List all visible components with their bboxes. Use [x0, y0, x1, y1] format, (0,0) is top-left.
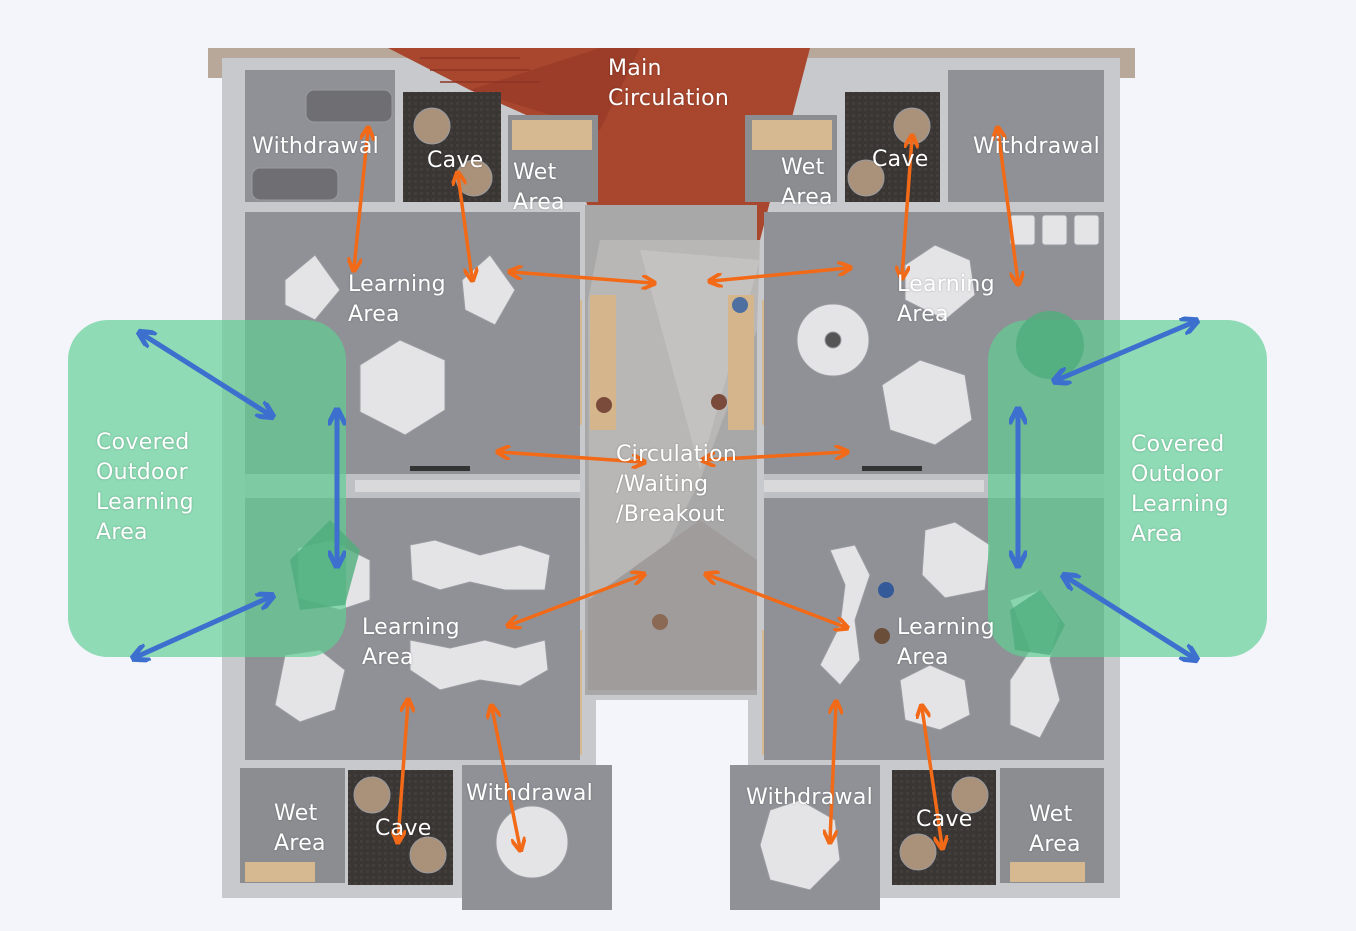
label-line: Wet	[513, 160, 557, 185]
furniture	[251, 89, 1100, 891]
label-line: Area	[897, 302, 949, 327]
learning-area-tr-label: Learning Area	[897, 270, 995, 330]
covered-outdoor-right-label: Covered Outdoor Learning Area	[1131, 430, 1229, 550]
people	[596, 297, 894, 644]
learning-area-br-label: Learning Area	[897, 613, 995, 673]
label-line: Wet	[781, 155, 825, 180]
label-line: /Breakout	[616, 502, 725, 527]
label-line: Learning	[362, 615, 460, 640]
learning-area-tl-label: Learning Area	[348, 270, 446, 330]
withdrawal-br-label: Withdrawal	[746, 783, 873, 813]
cave-tl-label: Cave	[427, 146, 484, 176]
label-line: Cave	[916, 807, 973, 832]
label-line: Area	[274, 831, 326, 856]
cave-bl-label: Cave	[375, 814, 432, 844]
cave-tr-label: Cave	[872, 145, 929, 175]
circulation-breakout-label: Circulation /Waiting /Breakout	[616, 440, 737, 530]
cave-br-label: Cave	[916, 805, 973, 835]
wet-area-tl-label: Wet Area	[513, 158, 565, 218]
label-line: Circulation	[616, 442, 738, 467]
label-line: Area	[1029, 832, 1081, 857]
label-line: Area	[1131, 522, 1183, 547]
label-line: Withdrawal	[973, 134, 1101, 159]
label-line: Learning	[348, 272, 446, 297]
withdrawal-bl-label: Withdrawal	[466, 779, 593, 809]
label-line: Area	[897, 645, 949, 670]
label-line: Withdrawal	[252, 134, 380, 159]
label-line: Learning	[96, 490, 194, 515]
label-line: Cave	[427, 148, 484, 173]
blue-arrows	[136, 322, 1194, 658]
label-line: /Waiting	[616, 472, 709, 497]
label-line: Wet	[1029, 802, 1073, 827]
label-line: Withdrawal	[746, 785, 874, 810]
label-line: Wet	[274, 801, 318, 826]
label-line: Outdoor	[1131, 462, 1223, 487]
label-line: Area	[96, 520, 148, 545]
covered-outdoor-left-label: Covered Outdoor Learning Area	[96, 428, 194, 548]
label-line: Learning	[897, 615, 995, 640]
label-line: Withdrawal	[466, 781, 594, 806]
label-line: Area	[513, 190, 565, 215]
withdrawal-tr-label: Withdrawal	[973, 132, 1100, 162]
learning-area-bl-label: Learning Area	[362, 613, 460, 673]
label-line: Area	[362, 645, 414, 670]
label-line: Area	[781, 185, 833, 210]
label-line: Outdoor	[96, 460, 188, 485]
label-line: Circulation	[608, 86, 730, 111]
main-circulation-label: Main Circulation	[608, 54, 729, 114]
label-line: Covered	[96, 430, 190, 455]
label-line: Main	[608, 56, 662, 81]
label-line: Area	[348, 302, 400, 327]
label-line: Learning	[897, 272, 995, 297]
label-line: Cave	[872, 147, 929, 172]
withdrawal-tl-label: Withdrawal	[252, 132, 379, 162]
wet-area-br-label: Wet Area	[1029, 800, 1081, 860]
label-line: Covered	[1131, 432, 1225, 457]
wet-area-bl-label: Wet Area	[274, 799, 326, 859]
wet-area-tr-label: Wet Area	[781, 153, 833, 213]
orange-arrows	[354, 130, 1018, 848]
label-line: Learning	[1131, 492, 1229, 517]
label-line: Cave	[375, 816, 432, 841]
